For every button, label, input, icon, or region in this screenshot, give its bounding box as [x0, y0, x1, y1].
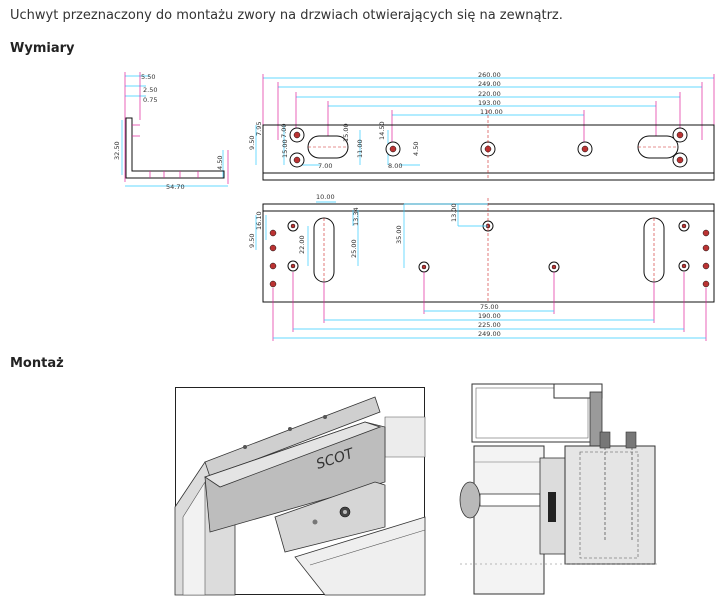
bottom-width-75: 75.00	[480, 303, 499, 311]
top-view-drawing: 260.00 249.00 220.00 193.00 110.00 9.50 …	[248, 71, 715, 181]
bottom-center-dim-2: 13.00	[450, 203, 458, 222]
top-width-220: 220.00	[478, 90, 501, 98]
top-left-dim-1: 9.50	[248, 136, 256, 150]
bottom-width-249: 249.00	[478, 330, 501, 338]
side-dim-height: 32.50	[113, 141, 121, 160]
side-dim-top-3: 0.75	[143, 96, 157, 104]
top-width-110: 110.00	[480, 108, 503, 116]
bottom-width-190: 190.00	[478, 312, 501, 320]
top-view-part	[262, 110, 715, 181]
heading-dimensions: Wymiary	[10, 41, 75, 56]
intro-text: Uchwyt przeznaczony do montażu zwory na …	[10, 8, 563, 23]
top-left-dim-4: 7.00	[280, 124, 288, 138]
bottom-center-dim-1: 35.00	[395, 225, 403, 244]
side-dim-right: 4.50	[216, 156, 224, 170]
mounting-cross-section	[459, 383, 660, 595]
mounting-illustration: SCOT	[174, 387, 426, 596]
side-dim-top-2: 2.50	[143, 86, 157, 94]
bottom-left-dim-3: 22.00	[298, 235, 306, 254]
top-width-193: 193.00	[478, 99, 501, 107]
side-profile-drawing: 5.50 2.50 0.75 32.50 54.70 4.50	[113, 72, 229, 191]
bottom-left-dim-1: 16.10	[255, 211, 263, 230]
bottom-view-drawing: 75.00 190.00 225.00 249.00 16.10 9.50 22…	[248, 193, 715, 341]
top-slot-dim-1: 7.00	[318, 162, 332, 170]
side-dim-width: 54.70	[166, 183, 185, 191]
top-mid-dim-1: 14.50	[378, 121, 386, 140]
heading-mounting: Montaż	[10, 356, 64, 371]
top-slot-dim-2: 15.00	[342, 123, 350, 142]
top-slot-dim-3: 11.00	[356, 139, 364, 158]
side-profile-lines	[121, 72, 229, 187]
bottom-view-part	[262, 198, 715, 303]
bottom-slot-dim-3: 25.00	[350, 239, 358, 258]
bottom-slot-dim-1: 10.00	[316, 193, 335, 201]
top-mid-dim-3: 8.00	[388, 162, 402, 170]
top-left-dim-3: 15.00	[281, 139, 289, 158]
bottom-view-dimension-lines	[255, 201, 707, 341]
top-width-249: 249.00	[478, 80, 501, 88]
top-mid-dim-2: 4.50	[412, 142, 420, 156]
bottom-left-dim-2: 9.50	[248, 234, 256, 248]
bottom-width-225: 225.00	[478, 321, 501, 329]
side-dim-top-1: 5.50	[141, 73, 155, 81]
bottom-slot-dim-2: 13.34	[352, 207, 360, 226]
top-left-dim-2: 7.95	[255, 122, 263, 136]
top-width-260: 260.00	[478, 71, 501, 79]
